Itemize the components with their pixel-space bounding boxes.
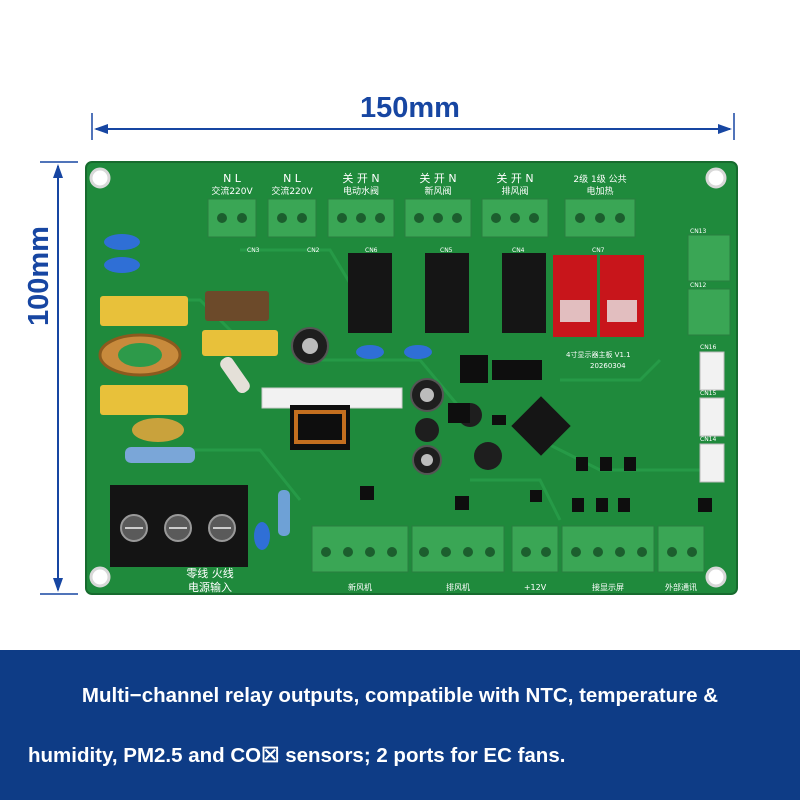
silk-cn5-sub: 新风阀 [424,185,451,197]
silk-cn4-id: CN4 [512,247,525,254]
dimension-width-label: 150mm [360,92,460,124]
silk-cn2-label: N L [283,172,302,185]
silk-cn16-id: CN16 [700,344,716,351]
silk-cn2-id: CN2 [307,247,320,254]
silk-power-input: 电源输入 [188,580,232,594]
silk-board-title: 4寸显示器主板 V1.1 [566,350,631,359]
top-connectors [207,198,636,238]
silk-cn3-id: CN3 [247,247,260,254]
silkscreen-power-input: 零线 火线 电源输入 [186,566,234,594]
bottom-connectors [311,525,705,573]
silk-bottom-2: +12V [524,583,547,592]
silk-bottom-0: 新风机 [348,582,372,592]
silk-cn7-sub: 电加热 [586,185,613,197]
silk-cn15-id: CN15 [700,390,716,397]
silk-cn6-label: 关 开 N [342,171,379,185]
dimension-height-label: 100mm [23,226,55,326]
silk-cn5-label: 关 开 N [419,171,456,185]
dim-width-arrow-right [718,124,732,134]
relays [348,253,644,337]
silk-cn4-label: 关 开 N [496,171,533,185]
silk-cn14-id: CN14 [700,436,716,443]
dim-height-arrow-bottom [53,578,63,592]
silkscreen-connector-ids: CN3 CN2 CN6 CN5 CN4 CN7 CN13 CN12 CN16 C… [247,228,716,443]
silk-cn7-id: CN7 [592,247,605,254]
silk-cn5-id: CN5 [440,247,453,254]
ics-and-modules [261,355,712,512]
silk-cn13-id: CN13 [690,228,706,235]
silk-cn3-sub: 交流220V [211,185,253,197]
silk-cn3-label: N L [223,172,242,185]
caption-line-2: humidity, PM2.5 and CO☒ sensors; 2 ports… [28,744,566,767]
silk-bottom-3: 接显示屏 [592,582,624,592]
right-connectors [687,234,731,483]
mounting-holes [89,167,727,588]
silk-power-wires: 零线 火线 [186,566,234,580]
silk-cn4-sub: 排风阀 [501,185,528,197]
dim-height-arrow-top [53,164,63,178]
silk-cn6-id: CN6 [365,247,378,254]
silk-board-date: 20260304 [590,362,626,370]
silk-bottom-1: 排风机 [446,582,470,592]
silkscreen-board-title: 4寸显示器主板 V1.1 20260304 [566,350,631,370]
passive-components [98,234,432,550]
silk-cn7-label: 2级 1级 公共 [573,173,626,185]
caption-banner [0,650,800,800]
power-terminal-block [110,485,248,567]
pcb-illustration: N L 交流220V N L 交流220V 关 开 N 电动水阀 关 开 N 新… [40,113,738,595]
silk-cn6-sub: 电动水阀 [343,185,379,197]
silk-cn2-sub: 交流220V [271,185,313,197]
silkscreen-bottom-labels: 新风机 排风机 +12V 接显示屏 外部通讯 [348,582,697,592]
silk-cn12-id: CN12 [690,282,706,289]
dim-width-arrow-left [94,124,108,134]
silk-bottom-4: 外部通讯 [665,582,697,592]
caption-line-1: Multi−channel relay outputs, compatible … [81,684,719,707]
silkscreen-top-labels: N L 交流220V N L 交流220V 关 开 N 电动水阀 关 开 N 新… [211,171,626,197]
product-photo: N L 交流220V N L 交流220V 关 开 N 电动水阀 关 开 N 新… [23,92,738,595]
